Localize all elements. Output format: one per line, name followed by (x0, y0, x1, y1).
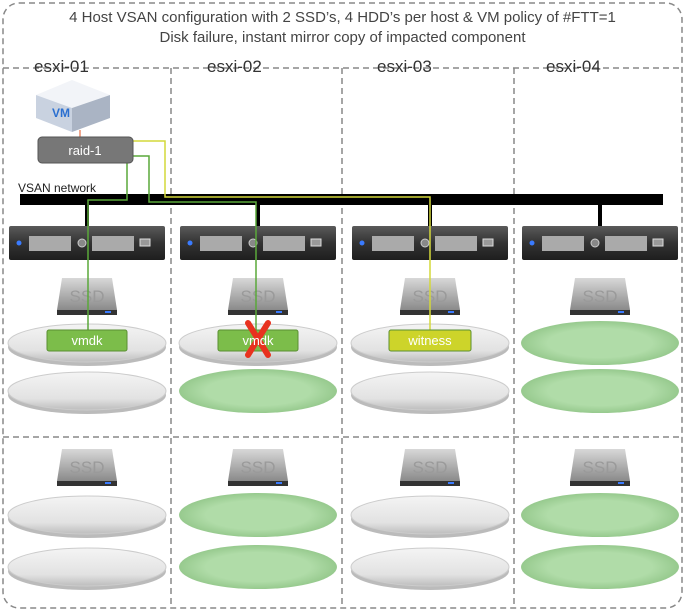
server-bay (372, 236, 414, 251)
server-led (16, 240, 22, 246)
server-led (187, 240, 193, 246)
ssd-label: SSD (241, 287, 276, 306)
hdd-disk-grey (7, 495, 167, 535)
server-icon (522, 226, 678, 260)
ssd-led (105, 482, 111, 484)
hdd-disk-green (521, 493, 679, 537)
failure-x-mark (245, 320, 271, 358)
failure-x-icon (245, 320, 271, 358)
title-line-1: 4 Host VSAN configuration with 2 SSD’s, … (69, 9, 616, 26)
ssd-base (57, 310, 117, 315)
mirror-link-esxi-02 (133, 155, 257, 332)
hdd-disk-grey (350, 371, 510, 411)
server-port (310, 238, 322, 247)
hdd-disk-green (521, 545, 679, 589)
ssd-label: SSD (413, 458, 448, 477)
ssd-label: SSD (70, 287, 105, 306)
server-bay (435, 236, 477, 251)
host-label-esxi-04: esxi-04 (546, 57, 601, 76)
host-esxi-01: SSD SSD (7, 226, 167, 590)
server-led (529, 240, 535, 246)
vm-icon: VM (36, 80, 110, 132)
ssd-led (276, 311, 282, 313)
server-bay (605, 236, 647, 251)
server-bay (542, 236, 584, 251)
component-label: witness (407, 333, 452, 348)
ssd-icon (570, 449, 630, 481)
component-label: vmdk (71, 333, 103, 348)
ssd-icon (57, 278, 117, 310)
server-port (652, 238, 664, 247)
hdd-disk-grey (7, 371, 167, 411)
ssd-label: SSD (241, 458, 276, 477)
hdd-disk-green (179, 369, 337, 413)
hdd-disk-grey (350, 495, 510, 535)
server-bay (263, 236, 305, 251)
host-esxi-02: SSD SSD (178, 226, 338, 589)
server-port (139, 238, 151, 247)
raid-1-box (37, 136, 134, 164)
ssd-base (570, 310, 630, 315)
component-witness (388, 329, 472, 352)
ssd-label: SSD (583, 458, 618, 477)
ssd-base (400, 481, 460, 486)
ssd-led (618, 482, 624, 484)
host-label-esxi-03: esxi-03 (377, 57, 432, 76)
ssd-base (57, 481, 117, 486)
hdd-disk-grey (7, 547, 167, 587)
hdd-disk-green (521, 369, 679, 413)
ssd-led (448, 482, 454, 484)
hdd-disk-green (521, 321, 679, 365)
hdd-disk-green (179, 545, 337, 589)
mirror-link-esxi-01 (87, 163, 128, 332)
server-button (590, 238, 600, 248)
network-drop (598, 205, 602, 227)
ssd-icon (228, 449, 288, 481)
ssd-base (228, 481, 288, 486)
ssd-led (448, 311, 454, 313)
ssd-base (228, 310, 288, 315)
ssd-led (105, 311, 111, 313)
server-led (359, 240, 365, 246)
component-vmdk (46, 329, 128, 352)
network-drop (256, 205, 260, 227)
network-label: VSAN network (18, 181, 97, 195)
ssd-icon (570, 278, 630, 310)
ssd-led (618, 311, 624, 313)
raid-1-label: raid-1 (68, 143, 101, 158)
ssd-led (276, 482, 282, 484)
component-label: vmdk (242, 333, 274, 348)
title-line-2: Disk failure, instant mirror copy of imp… (159, 29, 526, 46)
ssd-icon (228, 278, 288, 310)
host-esxi-04: SSD SSD (521, 226, 679, 589)
server-icon (180, 226, 336, 260)
server-bay (29, 236, 71, 251)
hdd-disk-grey (350, 547, 510, 587)
server-icon (9, 226, 165, 260)
server-bay (200, 236, 242, 251)
vm-left (36, 95, 72, 132)
ssd-label: SSD (70, 458, 105, 477)
host-label-esxi-01: esxi-01 (34, 57, 89, 76)
vm-top (36, 80, 110, 108)
hdd-disk-green (179, 493, 337, 537)
ssd-label: SSD (583, 287, 618, 306)
ssd-icon (57, 449, 117, 481)
server-button (420, 238, 430, 248)
vm-label: VM (52, 106, 70, 120)
server-port (482, 238, 494, 247)
ssd-base (570, 481, 630, 486)
server-button (248, 238, 258, 248)
server-bay (92, 236, 134, 251)
ssd-icon (400, 449, 460, 481)
vm-right (72, 95, 110, 132)
host-label-esxi-02: esxi-02 (207, 57, 262, 76)
server-button (77, 238, 87, 248)
vsan-network-bar (20, 194, 663, 205)
witness-link (133, 140, 431, 332)
network-drop (85, 205, 89, 227)
